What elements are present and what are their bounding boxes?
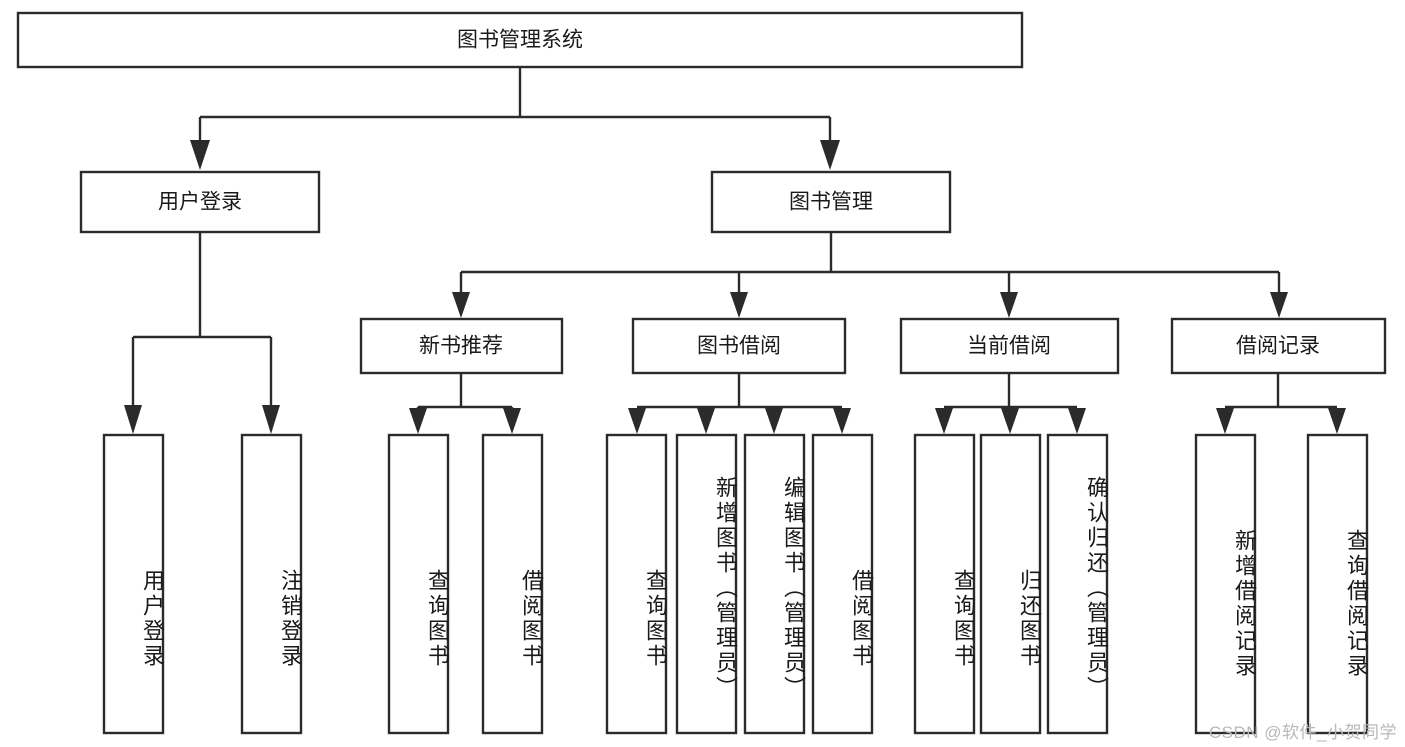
arrowhead-leaf-borrow-record-2	[1328, 408, 1346, 434]
node-book-borrow-label: 图书借阅	[697, 335, 781, 358]
leaf-box-new-book-1[interactable]	[387, 433, 450, 735]
arrowhead-leaf-book-borrow-1	[628, 408, 646, 434]
leaf-box-book-borrow-4[interactable]	[811, 433, 874, 735]
node-borrow-record[interactable]: 借阅记录	[1170, 317, 1387, 375]
arrowhead-leaf-user-login-2	[262, 405, 280, 434]
leaf-box-current-borrow-1[interactable]	[913, 433, 976, 735]
arrowhead-book-borrow	[730, 292, 748, 318]
arrowhead-leaf-borrow-record-1	[1216, 408, 1234, 434]
arrowhead-leaf-book-borrow-4	[833, 408, 851, 434]
leaf-box-user-login-1[interactable]	[102, 433, 165, 735]
arrowhead-leaf-book-borrow-2	[697, 408, 715, 434]
node-new-book-recommend-label: 新书推荐	[419, 335, 503, 358]
arrowhead-leaf-current-borrow-2	[1001, 408, 1019, 434]
node-root[interactable]: 图书管理系统	[16, 11, 1024, 69]
node-book-manage-label: 图书管理	[789, 191, 873, 214]
arrowhead-new-book-recommend	[452, 292, 470, 318]
node-current-borrow-box[interactable]	[899, 317, 1120, 375]
leaf-box-borrow-record-1[interactable]	[1194, 433, 1257, 735]
leaf-box-current-borrow-2[interactable]	[979, 433, 1042, 735]
node-book-borrow-box[interactable]	[631, 317, 847, 375]
arrowhead-leaf-current-borrow-1	[935, 408, 953, 434]
node-book-manage[interactable]: 图书管理	[710, 170, 952, 234]
arrowhead-leaf-new-book-1	[409, 408, 427, 434]
arrowhead-current-borrow	[1000, 292, 1018, 318]
node-user-login[interactable]: 用户登录	[79, 170, 321, 234]
node-new-book-recommend[interactable]: 新书推荐	[359, 317, 564, 375]
arrowhead-borrow-record	[1270, 292, 1288, 318]
leaf-box-book-borrow-3[interactable]	[743, 433, 806, 735]
arrowhead-leaf-user-login-1	[124, 405, 142, 434]
leaf-box-book-borrow-1[interactable]	[605, 433, 668, 735]
node-current-borrow[interactable]: 当前借阅	[899, 317, 1120, 375]
node-borrow-record-box[interactable]	[1170, 317, 1387, 375]
arrowhead-user-login	[190, 140, 210, 170]
arrowhead-leaf-current-borrow-3	[1068, 408, 1086, 434]
node-root-label: 图书管理系统	[457, 29, 583, 52]
node-borrow-record-label: 借阅记录	[1236, 335, 1320, 358]
node-current-borrow-label: 当前借阅	[967, 335, 1051, 358]
node-user-login-label: 用户登录	[158, 191, 242, 214]
leaf-box-current-borrow-3[interactable]	[1046, 433, 1109, 735]
arrowhead-book-manage	[820, 140, 840, 170]
node-new-book-recommend-box[interactable]	[359, 317, 564, 375]
leaf-box-borrow-record-2[interactable]	[1306, 433, 1369, 735]
node-root-box[interactable]	[16, 11, 1024, 69]
arrowhead-leaf-new-book-2	[503, 408, 521, 434]
arrowhead-leaf-book-borrow-3	[765, 408, 783, 434]
csdn-watermark: CSDN @软件_小贺同学	[1208, 723, 1397, 742]
leaf-box-user-login-2[interactable]	[240, 433, 303, 735]
leaf-box-book-borrow-2[interactable]	[675, 433, 738, 735]
leaf-box-new-book-2[interactable]	[481, 433, 544, 735]
node-book-manage-box[interactable]	[710, 170, 952, 234]
node-book-borrow[interactable]: 图书借阅	[631, 317, 847, 375]
